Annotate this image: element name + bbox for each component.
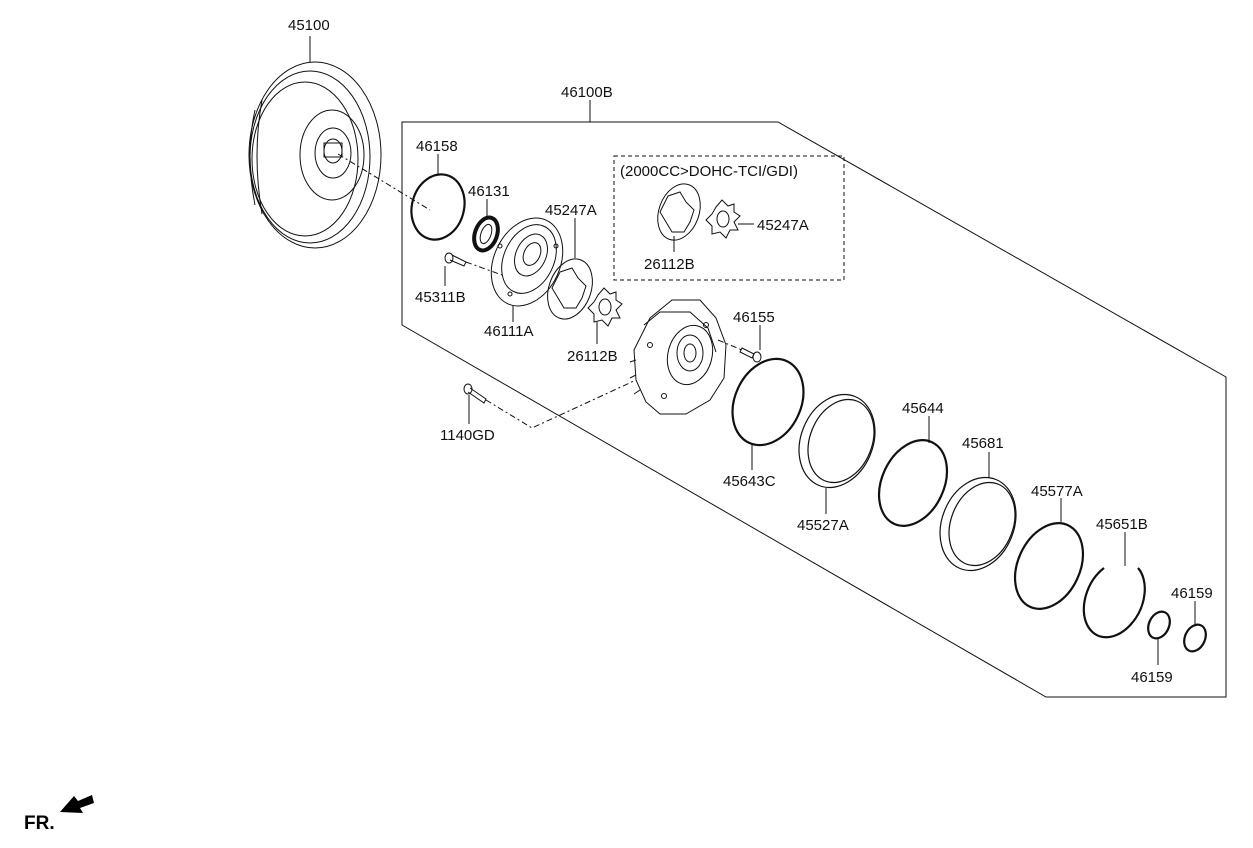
ring-45643C-icon — [731, 357, 805, 447]
label-26112B-main: 26112B — [567, 348, 618, 365]
axis-line-45311B — [465, 261, 503, 276]
label-46111A: 46111A — [484, 323, 534, 340]
ring-45644-icon — [877, 439, 949, 527]
label-45100: 45100 — [288, 17, 330, 34]
inset-outer-rotor-26112B-icon — [657, 183, 701, 241]
pump-plate-46111A-icon — [490, 217, 564, 307]
axis-line-torque-converter — [337, 153, 431, 211]
label-45681: 45681 — [962, 435, 1004, 452]
label-46155: 46155 — [733, 309, 775, 326]
torque-converter-icon — [248, 36, 382, 249]
label-46159-bottom: 46159 — [1131, 669, 1173, 686]
o-ring-46158-icon — [410, 173, 466, 241]
label-46158: 46158 — [416, 138, 458, 155]
label-45311B: 45311B — [415, 289, 466, 306]
label-45247A-main: 45247A — [545, 202, 597, 219]
label-45643C: 45643C — [723, 473, 776, 490]
oil-seal-46131-icon — [472, 215, 500, 253]
assembly-boundary — [401, 121, 1227, 698]
ring-45577A-icon — [1013, 522, 1085, 610]
inset-note: (2000CC>DOHC-TCI/GDI) — [620, 163, 798, 180]
axis-line-1140GD — [485, 379, 637, 429]
label-1140GD: 1140GD — [440, 427, 495, 444]
outer-rotor-45247A-icon — [547, 258, 593, 320]
label-45644: 45644 — [902, 400, 944, 417]
label-46131: 46131 — [468, 183, 510, 200]
front-arrow-icon — [60, 795, 94, 813]
inset-box — [613, 155, 845, 281]
label-45577A: 45577A — [1031, 483, 1083, 500]
ring-45527A-icon — [798, 393, 876, 489]
inner-rotor-26112B-icon — [587, 287, 623, 327]
small-ring-46159-top-icon — [1183, 623, 1207, 653]
label-46100B: 46100B — [561, 84, 613, 101]
bolt-1140GD-icon — [463, 383, 487, 404]
label-45651B: 45651B — [1096, 516, 1148, 533]
small-ring-46159-bottom-icon — [1147, 610, 1171, 640]
label-45247A-inset: 45247A — [757, 217, 809, 234]
ring-45681-icon — [939, 476, 1017, 572]
bolt-45311B-icon — [444, 252, 467, 267]
bolt-46155-icon — [739, 347, 762, 363]
label-46159-top: 46159 — [1171, 585, 1213, 602]
pump-housing-icon — [629, 299, 727, 415]
axis-line-46155 — [717, 339, 743, 351]
label-45527A: 45527A — [797, 517, 849, 534]
label-26112B-inset: 26112B — [644, 256, 695, 273]
front-marker-label: FR. — [24, 813, 55, 834]
inset-inner-gear-45247A-icon — [705, 199, 741, 239]
snap-ring-45651B-icon — [1082, 567, 1146, 639]
